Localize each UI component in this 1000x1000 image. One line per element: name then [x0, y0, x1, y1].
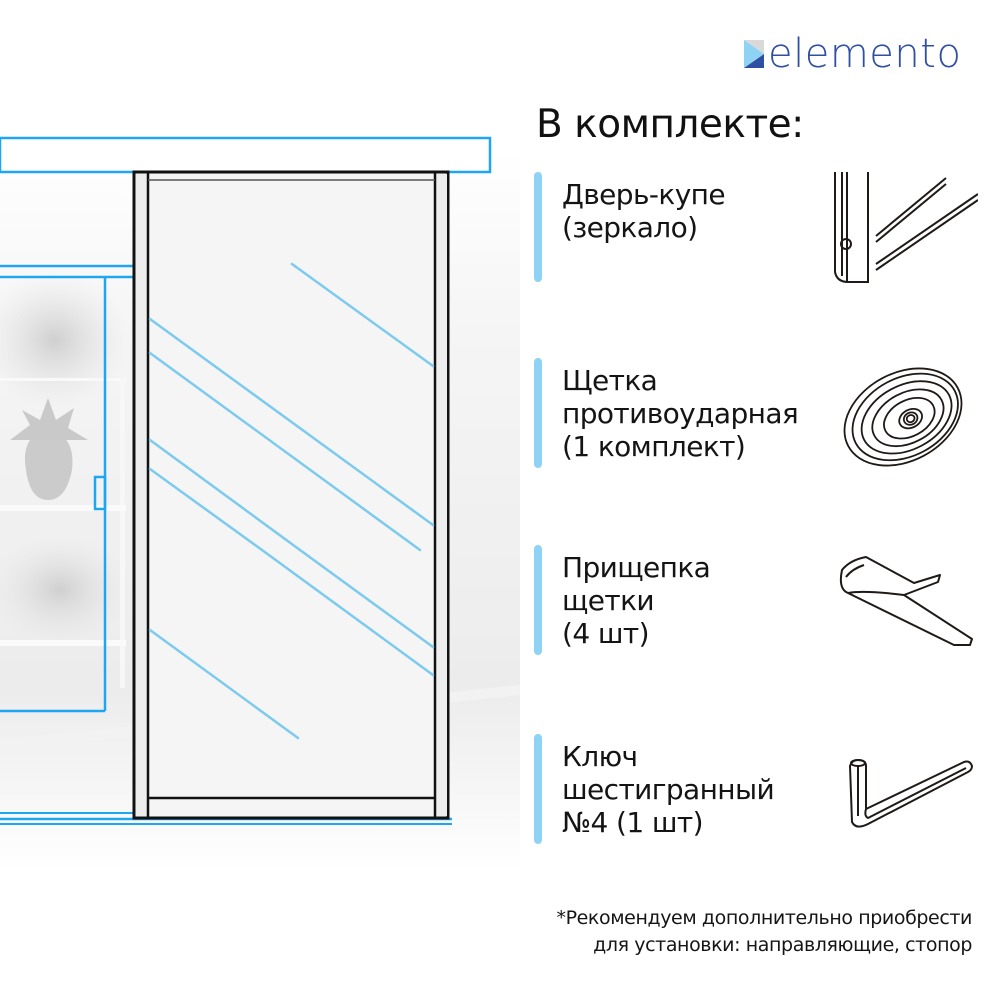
package-contents-heading: В комплекте: [536, 102, 804, 147]
kit-item-brush: Щетка противоударная (1 комплект) [534, 358, 994, 468]
accent-bar [534, 358, 542, 468]
footnote-line-1: *Рекомендуем дополнительно приобрести [556, 907, 972, 929]
kit-item-label: Прищепка щетки (4 шт) [562, 551, 711, 650]
hex-key-icon [849, 759, 973, 828]
brand-logo: elemento [744, 34, 961, 74]
footnote: *Рекомендуем дополнительно приобрести дл… [556, 905, 972, 959]
sliding-door-scene-icon [0, 136, 520, 870]
brush-clip-icon [839, 556, 973, 646]
bumper-brush-icon [843, 367, 963, 467]
logo-mark-icon [744, 40, 764, 68]
door-illustration [0, 136, 520, 870]
kit-item-door: Дверь-купе (зеркало) [534, 172, 994, 283]
door-frame-corner-icon [834, 172, 978, 283]
kit-item-brush-clip: Прищепка щетки (4 шт) [534, 545, 994, 655]
accent-bar [534, 545, 542, 655]
logo-text: elemento [768, 31, 962, 77]
kit-item-label: Щетка противоударная (1 комплект) [562, 364, 799, 463]
accent-bar [534, 172, 542, 282]
accent-bar [534, 734, 542, 844]
kit-item-hex-key: Ключ шестигранный №4 (1 шт) [534, 734, 994, 844]
kit-item-label: Дверь-купе (зеркало) [562, 178, 726, 244]
kit-item-label: Ключ шестигранный №4 (1 шт) [562, 740, 775, 839]
footnote-line-2: для установки: направляющие, стопор [593, 934, 972, 956]
